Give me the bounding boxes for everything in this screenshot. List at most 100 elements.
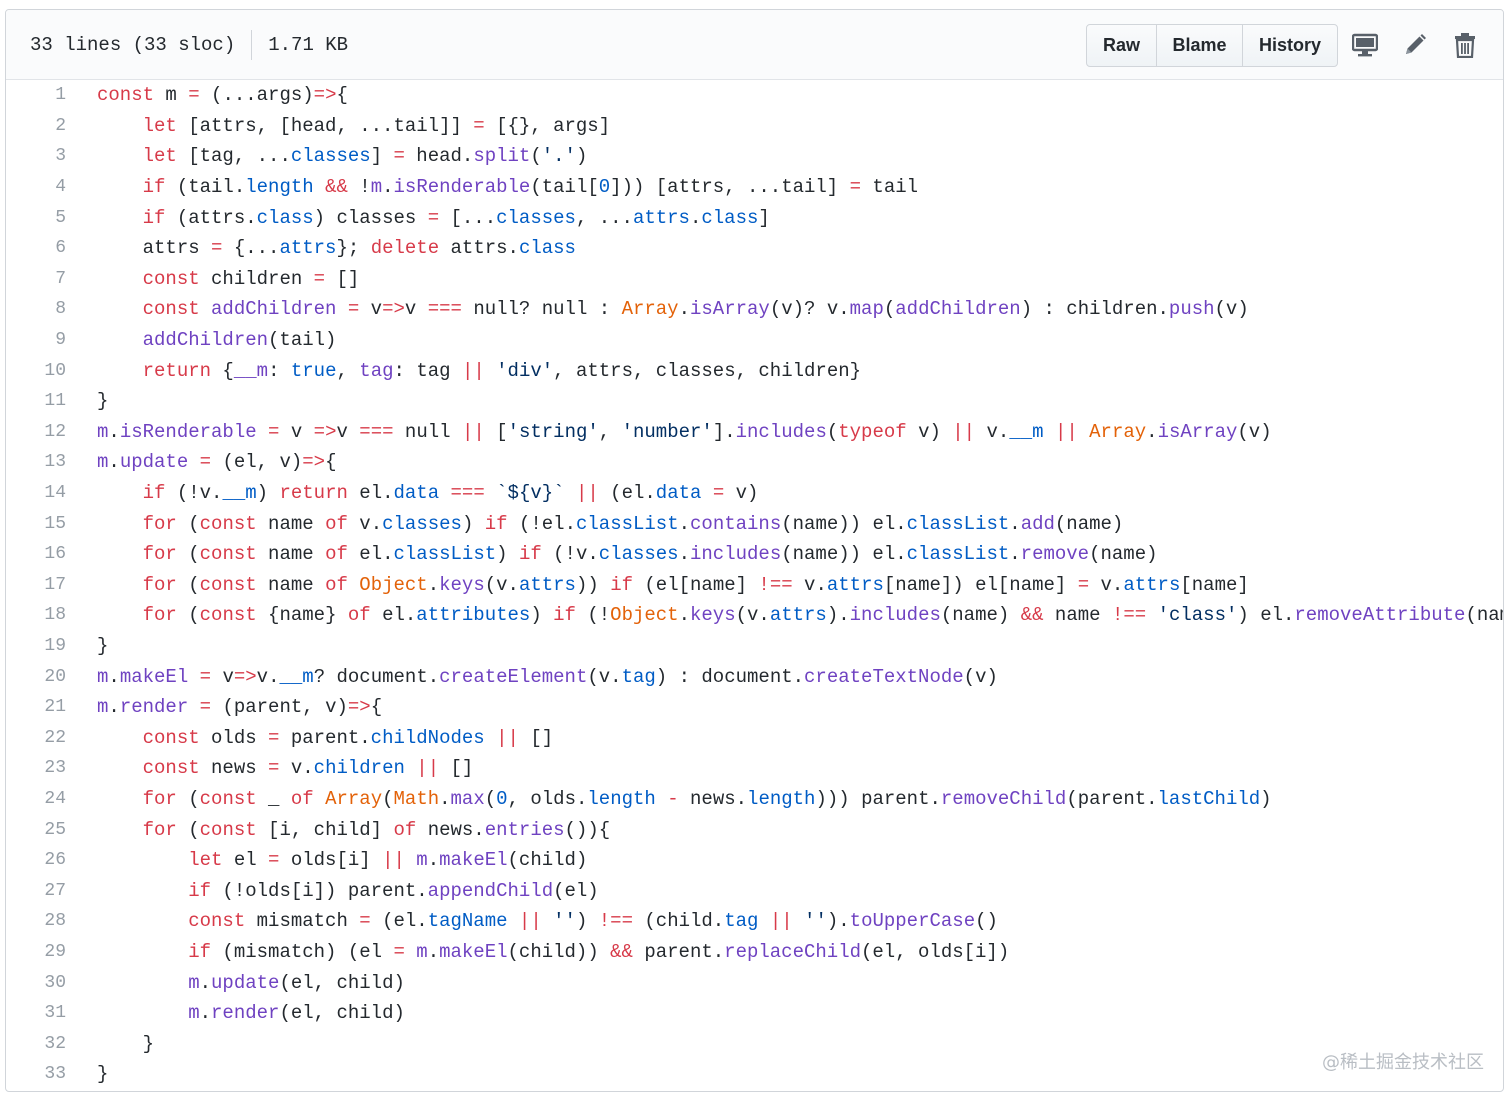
- code-line: 33}: [6, 1059, 1503, 1090]
- line-number[interactable]: 22: [44, 727, 66, 748]
- line-number[interactable]: 20: [44, 666, 66, 687]
- line-code: const m = (...args)=>{: [97, 84, 348, 107]
- line-number[interactable]: 25: [44, 819, 66, 840]
- line-code: if (!v.__m) return el.data === `${v}` ||…: [142, 482, 759, 505]
- code-line: 25 for (const [i, child] of news.entries…: [6, 814, 1503, 845]
- desktop-icon[interactable]: [1348, 28, 1382, 62]
- line-number[interactable]: 2: [55, 115, 66, 136]
- code-line: 1 const m = (...args)=>{: [6, 80, 1503, 111]
- code-line: 19}: [6, 631, 1503, 662]
- line-number[interactable]: 8: [55, 299, 66, 320]
- line-number[interactable]: 31: [44, 1003, 66, 1024]
- line-number[interactable]: 9: [55, 330, 66, 351]
- line-code: if (mismatch) (el = m.makeEl(child)) && …: [188, 940, 1010, 963]
- blame-button[interactable]: Blame: [1157, 25, 1243, 66]
- line-number[interactable]: 21: [44, 697, 66, 718]
- line-number[interactable]: 5: [55, 207, 66, 228]
- line-number[interactable]: 1: [55, 85, 66, 106]
- line-number[interactable]: 17: [44, 574, 66, 595]
- line-code: }: [97, 634, 109, 657]
- code-line: 12 m.isRenderable = v =>v === null || ['s…: [6, 417, 1503, 448]
- line-code: }: [97, 390, 109, 413]
- line-number[interactable]: 10: [44, 360, 66, 381]
- line-number[interactable]: 15: [44, 513, 66, 534]
- line-code: const mismatch = (el.tagName || '') !== …: [188, 910, 998, 933]
- line-number[interactable]: 30: [44, 972, 66, 993]
- code-line: 26 let el = olds[i] || m.makeEl(child): [6, 845, 1503, 876]
- line-code: const children = []: [142, 267, 360, 290]
- watermark: @稀土掘金技术社区: [1322, 1052, 1484, 1073]
- line-code: m.render = (parent, v)=>{: [97, 696, 383, 719]
- line-code: for (const _ of Array(Math.max(0, olds.l…: [142, 787, 1272, 810]
- raw-button[interactable]: Raw: [1087, 25, 1157, 66]
- line-number[interactable]: 33: [44, 1064, 66, 1085]
- code-line: 17 for (const name of Object.keys(v.attr…: [6, 570, 1503, 601]
- file-size: 1.71 KB: [268, 33, 349, 56]
- line-code: if (attrs.class) classes = [...classes, …: [142, 206, 770, 229]
- history-button[interactable]: History: [1259, 35, 1322, 55]
- line-number[interactable]: 28: [44, 911, 66, 932]
- line-number[interactable]: 12: [44, 421, 66, 442]
- line-code: const news = v.children || []: [142, 757, 474, 780]
- line-code: for (const name of v.classes) if (!el.cl…: [142, 512, 1124, 535]
- line-code: const olds = parent.childNodes || []: [142, 726, 554, 749]
- code-line: 9 addChildren(tail): [6, 325, 1503, 356]
- code-line: 29 if (mismatch) (el = m.makeEl(child)) …: [6, 937, 1503, 968]
- line-code: if (tail.length && !m.isRenderable(tail[…: [142, 176, 919, 199]
- code-line: 11}: [6, 386, 1503, 417]
- code-line: 27 if (!olds[i]) parent.appendChild(el): [6, 875, 1503, 906]
- line-code: }: [97, 1063, 109, 1086]
- file-info: 33 lines (33 sloc) 1.71 KB: [30, 10, 348, 79]
- code-line: 6 attrs = {...attrs}; delete attrs.class: [6, 233, 1503, 264]
- code-line: 22 const olds = parent.childNodes || []: [6, 722, 1503, 753]
- line-code: let el = olds[i] || m.makeEl(child): [188, 849, 588, 872]
- line-number[interactable]: 6: [55, 238, 66, 259]
- code-line: 20 m.makeEl = v=>v.__m? document.createEl…: [6, 661, 1503, 692]
- file-viewer: 33 lines (33 sloc) 1.71 KB Raw Blame His…: [5, 9, 1504, 1092]
- line-code: for (const [i, child] of news.entries())…: [142, 818, 611, 841]
- line-code: m.makeEl = v=>v.__m? document.createElem…: [97, 665, 998, 688]
- line-number[interactable]: 4: [55, 177, 66, 198]
- line-number[interactable]: 26: [44, 850, 66, 871]
- code-line: 4 if (tail.length && !m.isRenderable(tai…: [6, 172, 1503, 203]
- line-code: if (!olds[i]) parent.appendChild(el): [188, 879, 599, 902]
- line-number[interactable]: 32: [44, 1033, 66, 1054]
- code-line: 23 const news = v.children || []: [6, 753, 1503, 784]
- code-line: 8 const addChildren = v=>v === null? nul…: [6, 294, 1503, 325]
- line-number[interactable]: 19: [44, 635, 66, 656]
- code-line: 21 m.render = (parent, v)=>{: [6, 692, 1503, 723]
- line-number[interactable]: 11: [44, 391, 66, 412]
- line-code: attrs = {...attrs}; delete attrs.class: [97, 237, 576, 260]
- code-line: 2 let [attrs, [head, ...tail]] = [{}, ar…: [6, 111, 1503, 142]
- line-code: for (const {name} of el.attributes) if (…: [142, 604, 1503, 627]
- file-actions-group: Raw Blame History: [1086, 24, 1338, 67]
- code-line: 16 for (const name of el.classList) if (…: [6, 539, 1503, 570]
- code-line: 3 let [tag, ...classes] = head.split('.'…: [6, 141, 1503, 172]
- code-line: 30 m.update(el, child): [6, 967, 1503, 998]
- line-number[interactable]: 18: [44, 605, 66, 626]
- line-number[interactable]: 24: [44, 788, 66, 809]
- file-info-divider: [251, 29, 253, 60]
- line-code: let [tag, ...classes] = head.split('.'): [142, 145, 588, 168]
- line-number[interactable]: 7: [55, 268, 66, 289]
- line-number[interactable]: 14: [44, 483, 66, 504]
- line-number[interactable]: 3: [55, 146, 66, 167]
- code-listing: 1 const m = (...args)=>{ 2 let [attrs, [he…: [6, 80, 1503, 1090]
- line-code: m.update = (el, v)=>{: [97, 451, 337, 474]
- pencil-icon[interactable]: [1398, 28, 1432, 62]
- line-number[interactable]: 27: [44, 880, 66, 901]
- line-number[interactable]: 23: [44, 758, 66, 779]
- code-line: 14 if (!v.__m) return el.data === `${v}`…: [6, 478, 1503, 509]
- line-count: 33 lines (33 sloc): [30, 33, 236, 56]
- code-line: 5 if (attrs.class) classes = [...classes…: [6, 202, 1503, 233]
- line-code: m.isRenderable = v =>v === null || ['str…: [97, 420, 1272, 443]
- trash-icon[interactable]: [1448, 28, 1482, 62]
- line-number[interactable]: 29: [44, 941, 66, 962]
- line-number[interactable]: 13: [44, 452, 66, 473]
- line-code: addChildren(tail): [142, 329, 337, 352]
- code-line: 18 for (const {name} of el.attributes) i…: [6, 600, 1503, 631]
- code-line: 24 for (const _ of Array(Math.max(0, old…: [6, 784, 1503, 815]
- line-code: const addChildren = v=>v === null? null …: [142, 298, 1249, 321]
- line-code: m.render(el, child): [188, 1002, 405, 1025]
- line-number[interactable]: 16: [44, 544, 66, 565]
